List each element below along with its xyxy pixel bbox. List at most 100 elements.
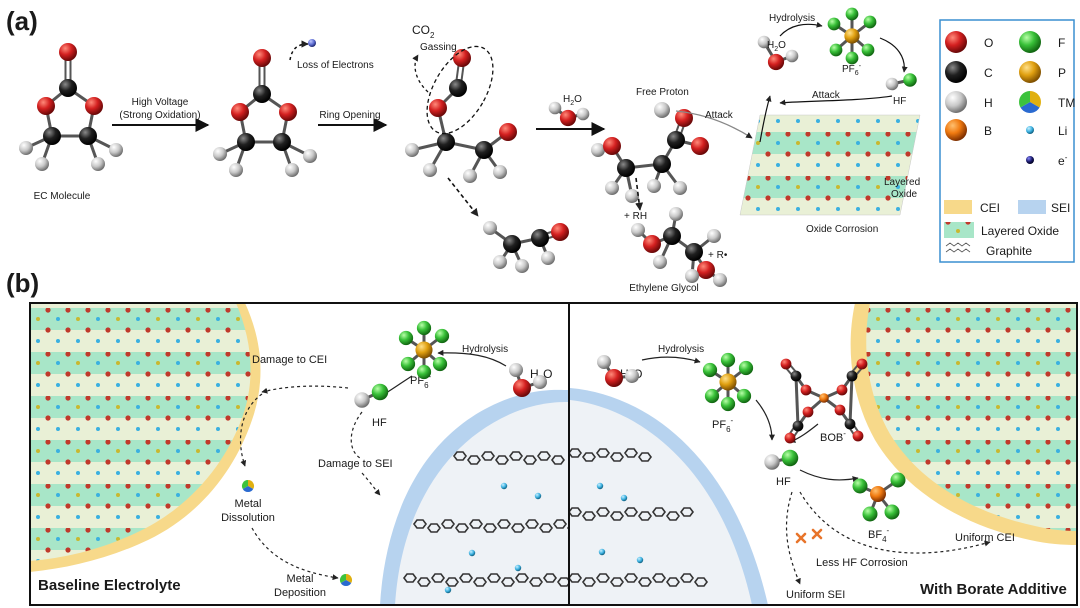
label-metal-dissolution-2: Dissolution	[221, 512, 275, 524]
atom-C	[253, 85, 271, 103]
label-uniform-cei: Uniform CEI	[955, 532, 1015, 544]
legend-atom-p	[1019, 61, 1041, 83]
atom-O	[643, 235, 661, 253]
legend-graphite-label: Graphite	[986, 244, 1032, 258]
legend-box	[939, 19, 1075, 263]
cathode-right	[866, 303, 1078, 531]
lithium-ion	[500, 482, 508, 490]
tm-slice	[339, 573, 346, 583]
label-metal-dissolution-1: Metal	[235, 498, 262, 510]
arrow-gassing	[412, 54, 429, 93]
bob-molecule	[780, 358, 868, 444]
atom-H	[541, 251, 555, 265]
arrow-hydrolysis-a	[779, 21, 823, 37]
atom-H	[631, 223, 645, 237]
label-uniform-sei: Uniform SEI	[786, 589, 845, 601]
lithium-ion	[444, 586, 452, 594]
atom-F	[704, 388, 720, 404]
panel-a-tag: (a)	[6, 6, 38, 36]
graphite-row	[570, 507, 694, 521]
oxidized-ec-molecule	[213, 49, 317, 177]
label-ring-opening: Ring Opening	[319, 110, 380, 121]
panel-b-frame	[29, 302, 1078, 606]
atom-F	[432, 356, 448, 372]
legend-atom-b	[945, 119, 967, 141]
label-loss-electrons: Loss of Electrons	[297, 60, 374, 71]
atom-C	[437, 133, 455, 151]
arrow-uniform-sei	[785, 491, 801, 585]
atom-C	[790, 370, 802, 382]
atom-C	[792, 420, 804, 432]
label-h2o-a: H2O	[563, 94, 582, 107]
bond	[794, 375, 800, 427]
label-with-borate-additive: With Borate Additive	[920, 581, 1067, 598]
graphite-row	[570, 448, 652, 462]
hf-molecule-b-right	[764, 449, 799, 470]
label-high-voltage: High Voltage	[132, 97, 189, 108]
label-baseline-electrolyte: Baseline Electrolyte	[38, 577, 181, 594]
atom-O	[551, 223, 569, 241]
atom-P	[415, 341, 433, 359]
atom-H	[713, 273, 727, 287]
atom-H	[707, 229, 721, 243]
arrow-oxide-h2o	[759, 95, 772, 143]
label-hydrolysis-right: Hydrolysis	[658, 344, 704, 355]
graphite-row	[453, 451, 565, 465]
arrow-pf6-hf-right	[755, 399, 775, 441]
arrow-attack-proton	[675, 110, 753, 139]
arrow-hf-bf4	[799, 469, 859, 482]
water-molecule-a	[548, 101, 590, 127]
legend-label-b: B	[984, 124, 992, 138]
label-pf6-right: PF6-	[712, 416, 734, 434]
legend-graphite-swatch	[945, 242, 971, 253]
label-hf-right: HF	[776, 476, 791, 488]
label-plus-rh: + RH	[624, 211, 647, 222]
graphite-row	[403, 573, 568, 587]
water-molecule-b-right	[597, 355, 639, 387]
lithium-ion	[514, 564, 522, 572]
atom-F	[738, 360, 754, 376]
atom-C	[43, 127, 61, 145]
atom-F	[845, 51, 859, 65]
atom-H	[483, 221, 497, 235]
atom-O	[231, 103, 249, 121]
pf6-molecule-a	[827, 7, 877, 65]
legend-atom-h	[945, 91, 967, 113]
label-gassing: Gassing	[420, 42, 457, 53]
atom-C	[475, 141, 493, 159]
atom-F	[416, 320, 432, 336]
label-bob: BOB-	[820, 429, 846, 444]
metal-dissolution-icon	[241, 479, 255, 493]
bf4-molecule	[852, 472, 906, 522]
atom-H	[605, 181, 619, 195]
legend-atom-c	[945, 61, 967, 83]
atom-O	[603, 137, 621, 155]
electron-icon	[308, 39, 316, 47]
label-metal-deposition-2: Deposition	[274, 587, 326, 599]
atom-O	[800, 384, 812, 396]
atom-O	[675, 109, 693, 127]
layered-oxide-slab	[739, 114, 921, 216]
atom-H	[303, 149, 317, 163]
intermediate-molecule	[591, 109, 709, 203]
atom-F	[827, 17, 841, 31]
label-strong-oxidation: (Strong Oxidation)	[119, 110, 200, 121]
legend-label-p: P	[1058, 66, 1066, 80]
legend-label-h: H	[984, 96, 993, 110]
atom-H	[423, 163, 437, 177]
graphite-row	[570, 573, 708, 587]
label-oxide-corrosion: Oxide Corrosion	[806, 224, 878, 235]
metal-deposition-icon	[339, 573, 353, 587]
label-less-hf-corrosion: Less HF Corrosion	[816, 557, 908, 569]
atom-F	[884, 504, 900, 520]
legend-cei-label: CEI	[980, 201, 1000, 215]
atom-H	[685, 269, 699, 283]
label-ec-molecule: EC Molecule	[34, 191, 91, 202]
lithium-ion	[598, 548, 606, 556]
atom-O	[85, 97, 103, 115]
atom-F	[903, 73, 917, 87]
atom-H	[405, 143, 419, 157]
atom-H	[354, 392, 370, 408]
ethylene-glycol-molecule	[631, 207, 727, 287]
